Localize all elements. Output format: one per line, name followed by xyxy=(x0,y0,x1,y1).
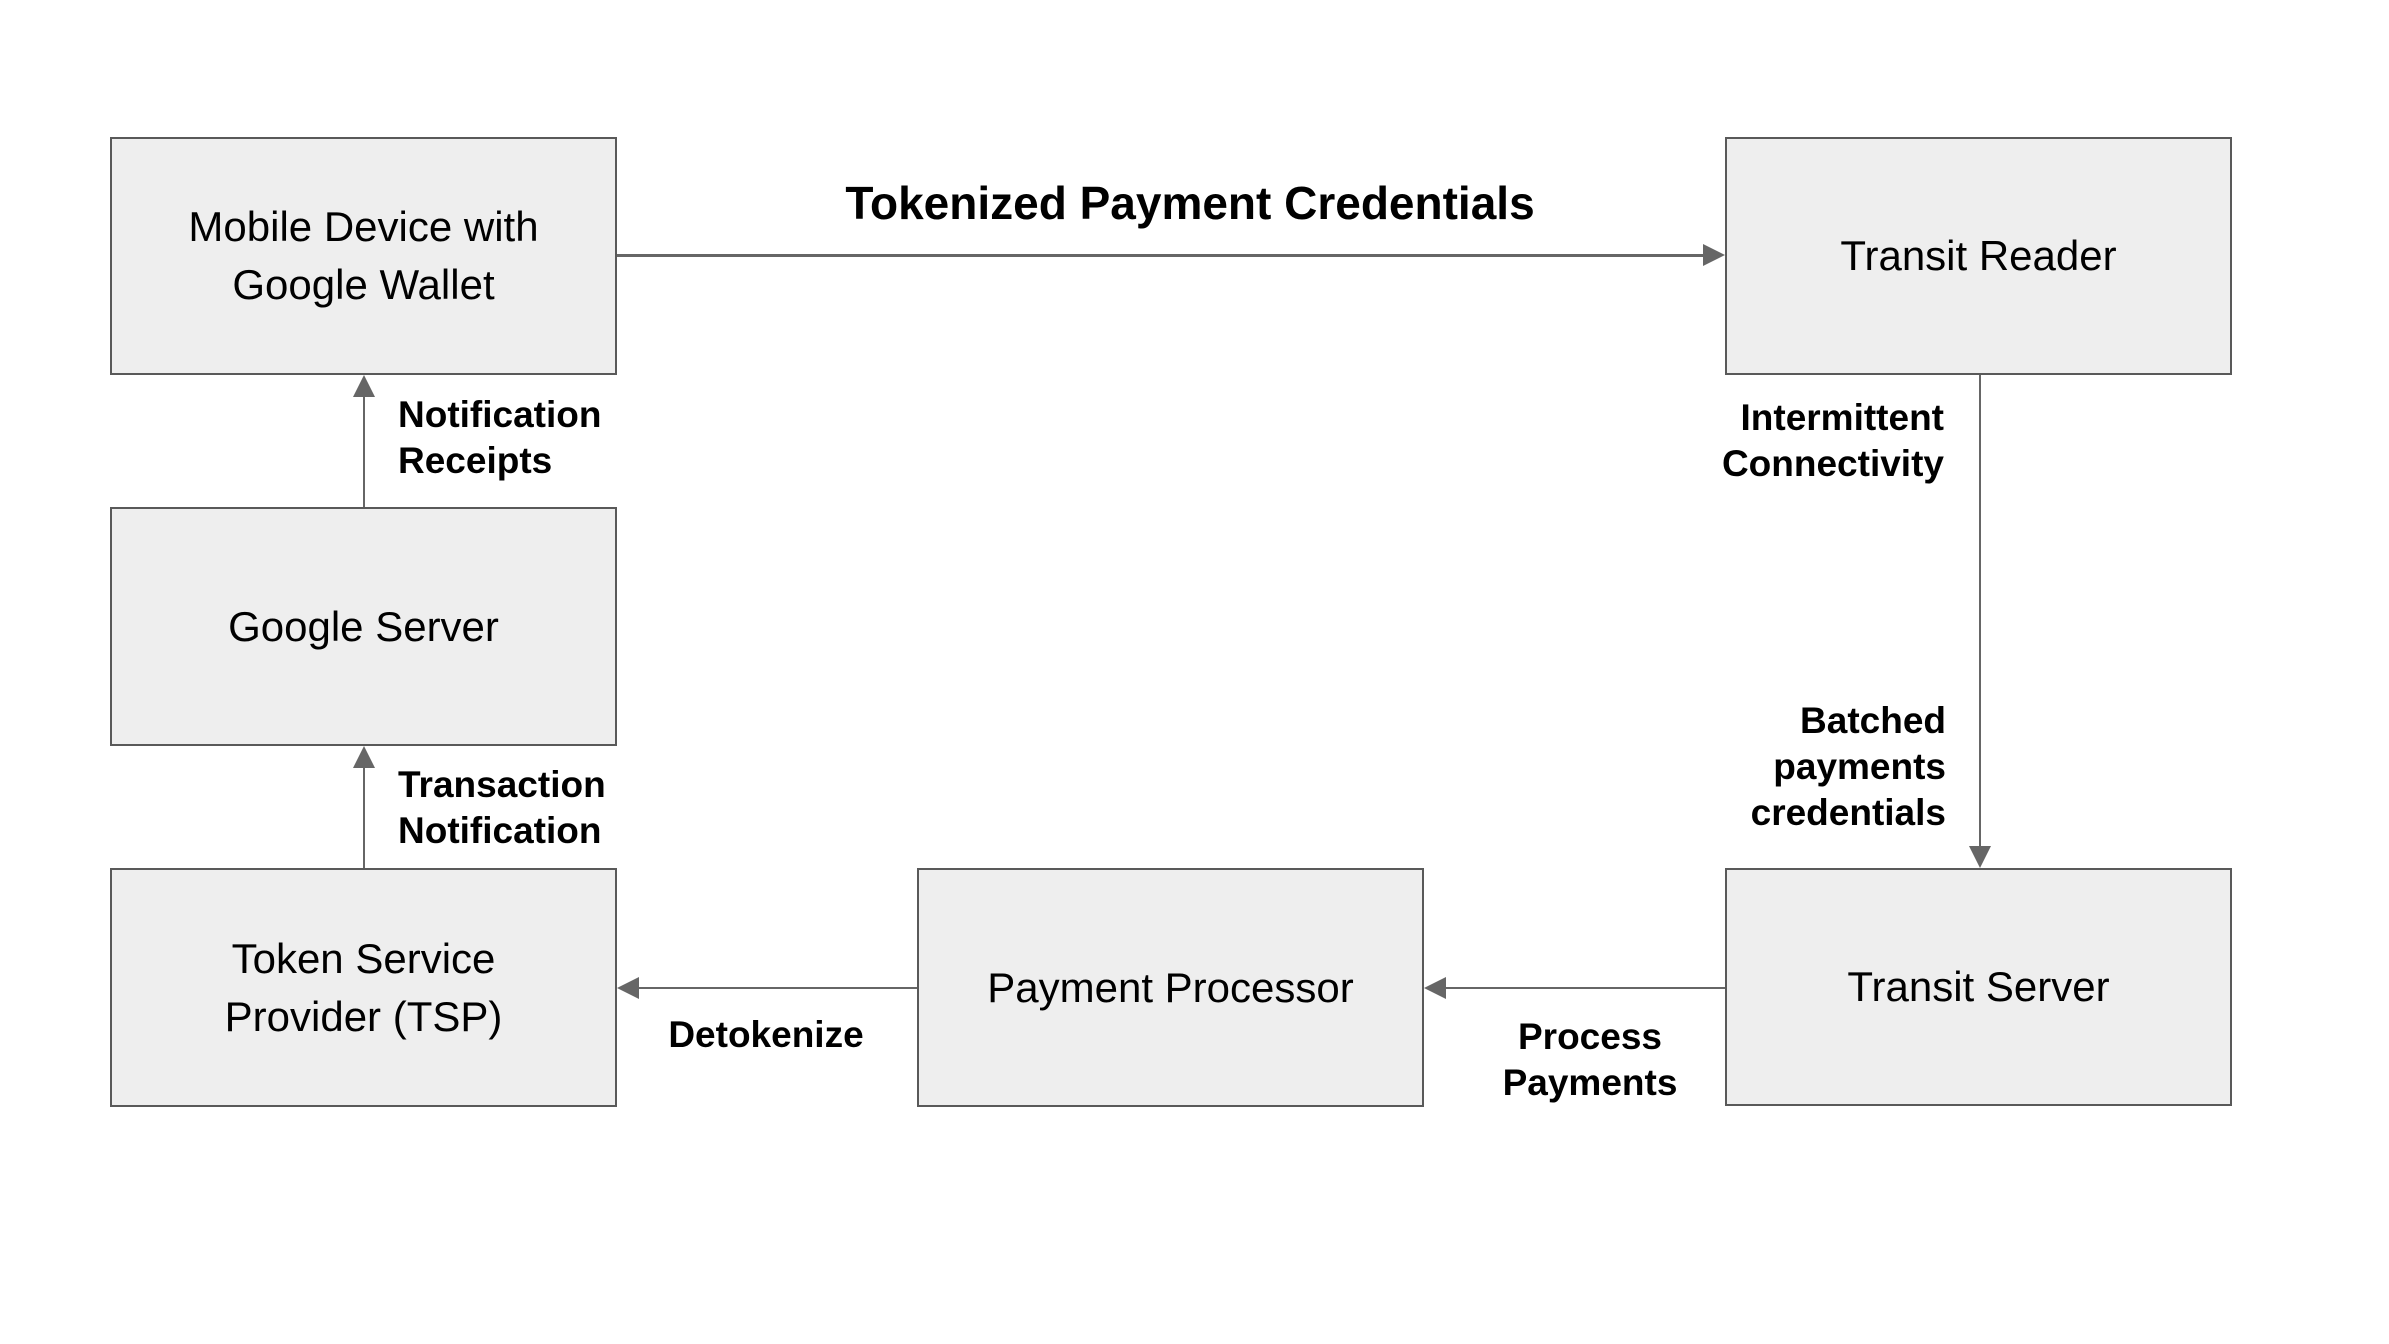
arrowhead-left-icon xyxy=(1424,976,1446,999)
edge-transaction-notification-line xyxy=(362,766,365,868)
arrowhead-up-icon xyxy=(352,375,375,397)
edge-label-notification-receipts: Notification Receipts xyxy=(398,394,602,481)
arrowhead-right-icon xyxy=(1703,244,1725,266)
arrowhead-up-icon xyxy=(352,746,375,768)
edge-label-transaction-notification: Transaction Notification xyxy=(398,764,606,851)
arrowhead-left-icon xyxy=(617,976,639,999)
node-google-server: Google Server xyxy=(110,507,617,746)
arrowhead-down-icon xyxy=(1968,846,1991,868)
edge-reader-to-server-line xyxy=(1978,375,1981,846)
edge-notification-receipts-line xyxy=(362,395,365,507)
edge-detokenize-line xyxy=(639,986,917,989)
node-payment-processor: Payment Processor xyxy=(917,868,1424,1107)
node-mobile-device-google-wallet: Mobile Device with Google Wallet xyxy=(110,137,617,375)
node-transit-reader: Transit Reader xyxy=(1725,137,2232,375)
node-transit-server: Transit Server xyxy=(1725,868,2232,1106)
node-token-service-provider: Token Service Provider (TSP) xyxy=(110,868,617,1107)
edge-process-payments-line xyxy=(1446,986,1725,989)
edge-label-tokenized-payment-credentials: Tokenized Payment Credentials xyxy=(845,177,1535,229)
edge-tokenized-line xyxy=(617,254,1703,257)
edge-label-process-payments: Process Payments xyxy=(1502,1016,1678,1103)
edge-label-intermittent-connectivity: Intermittent Connectivity xyxy=(1721,397,1944,484)
edge-label-batched-payments-credentials: Batched payments credentials xyxy=(1750,700,1946,833)
edge-label-detokenize: Detokenize xyxy=(668,1014,864,1055)
